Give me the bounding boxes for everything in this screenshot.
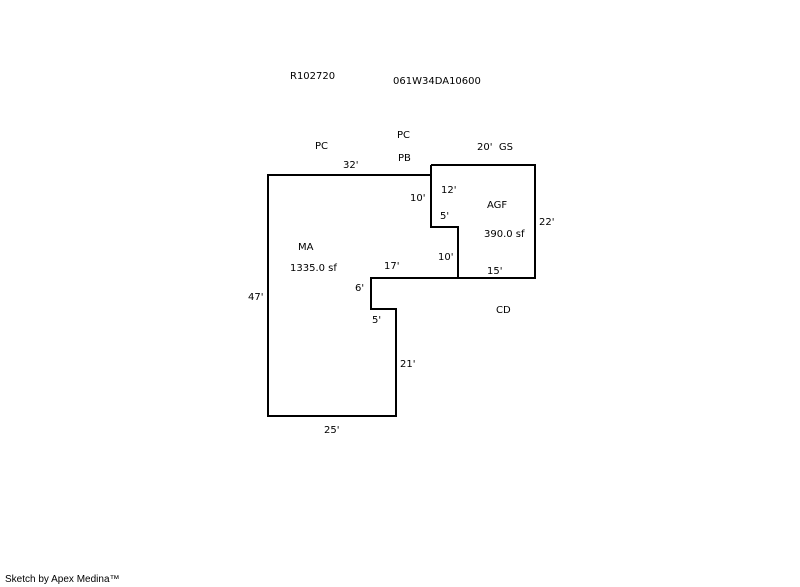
dim-agf-top-inner: 12'	[441, 185, 456, 196]
dim-ma-top: 32'	[343, 160, 358, 171]
garage-outline	[431, 164, 536, 279]
dim-ma-lower-right: 21'	[400, 359, 415, 370]
dim-agf-left-lower: 10'	[438, 252, 453, 263]
dim-ma-notch-bottom: 5'	[372, 315, 381, 326]
dim-agf-notch: 5'	[440, 211, 449, 222]
dim-ma-bottom: 25'	[324, 425, 339, 436]
area-code-pc-left: PC	[315, 141, 328, 152]
main-area-size: 1335.0 sf	[290, 263, 337, 274]
map-tax-lot: 061W34DA10600	[393, 76, 481, 87]
area-code-pb: PB	[398, 153, 411, 164]
dim-agf-right: 22'	[539, 217, 554, 228]
area-code-pc-top: PC	[397, 130, 410, 141]
dim-ma-left: 47'	[248, 292, 263, 303]
area-code-cd: CD	[496, 305, 511, 316]
dim-agf-left-upper: 10'	[410, 193, 425, 204]
garage-area-size: 390.0 sf	[484, 229, 525, 240]
garage-area-code: AGF	[487, 200, 507, 211]
main-area-outline	[267, 174, 459, 417]
dim-ma-step-top: 17'	[384, 261, 399, 272]
dim-agf-bottom: 15'	[487, 266, 502, 277]
sketch-credit: Sketch by Apex Medina™	[5, 574, 120, 585]
parcel-id: R102720	[290, 71, 335, 82]
dim-ma-notch-side: 6'	[355, 283, 364, 294]
area-code-gs: 20' GS	[477, 142, 513, 153]
main-area-code: MA	[298, 242, 314, 253]
